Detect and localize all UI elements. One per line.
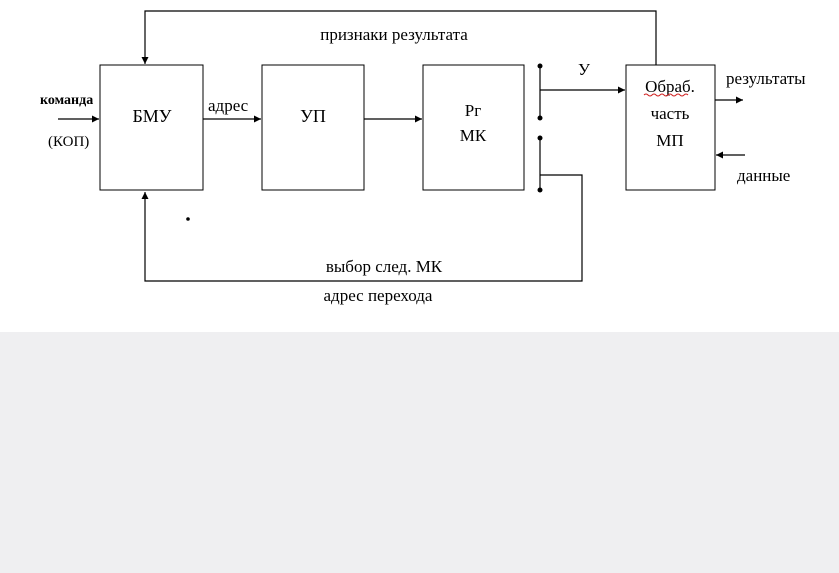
rg-label: Рг (465, 101, 481, 120)
processing-block (625, 64, 716, 191)
data-label: данные (737, 166, 790, 185)
diagram-canvas: БМУ УП Рг МК Обраб. часть МП признаки ре… (40, 10, 807, 305)
command-label: команда (40, 93, 93, 108)
feedback-arrow-bottom (141, 174, 583, 282)
spellcheck-underline (643, 93, 689, 97)
bmu-label: БМУ (132, 106, 171, 126)
kop-label: (КОП) (48, 134, 89, 150)
proc-label-line2: часть (651, 104, 690, 123)
bus-dot (537, 187, 543, 193)
up-block (261, 64, 365, 191)
feedback-label: признаки результата (320, 25, 468, 44)
proc-label-line1: Обраб. (645, 77, 695, 96)
proc-label-line3: МП (656, 131, 683, 150)
bus-dot (537, 135, 543, 141)
rg-mk-block (422, 64, 525, 191)
feedback-arrow-top (141, 10, 657, 65)
u-label: У (578, 60, 591, 79)
up-label: УП (300, 106, 326, 126)
jump-address-label: адрес перехода (324, 286, 433, 305)
bmu-block (99, 64, 204, 191)
bus-dot (537, 63, 543, 69)
results-label: результаты (726, 69, 806, 88)
mk-label: МК (460, 126, 487, 145)
address-label: адрес (208, 96, 249, 115)
next-mk-label: выбор след. МК (326, 257, 443, 276)
bus-dot (537, 115, 543, 121)
block-diagram: БМУ УП Рг МК Обраб. часть МП признаки ре… (40, 10, 806, 305)
stray-dot (186, 217, 190, 221)
empty-panel (0, 332, 839, 573)
